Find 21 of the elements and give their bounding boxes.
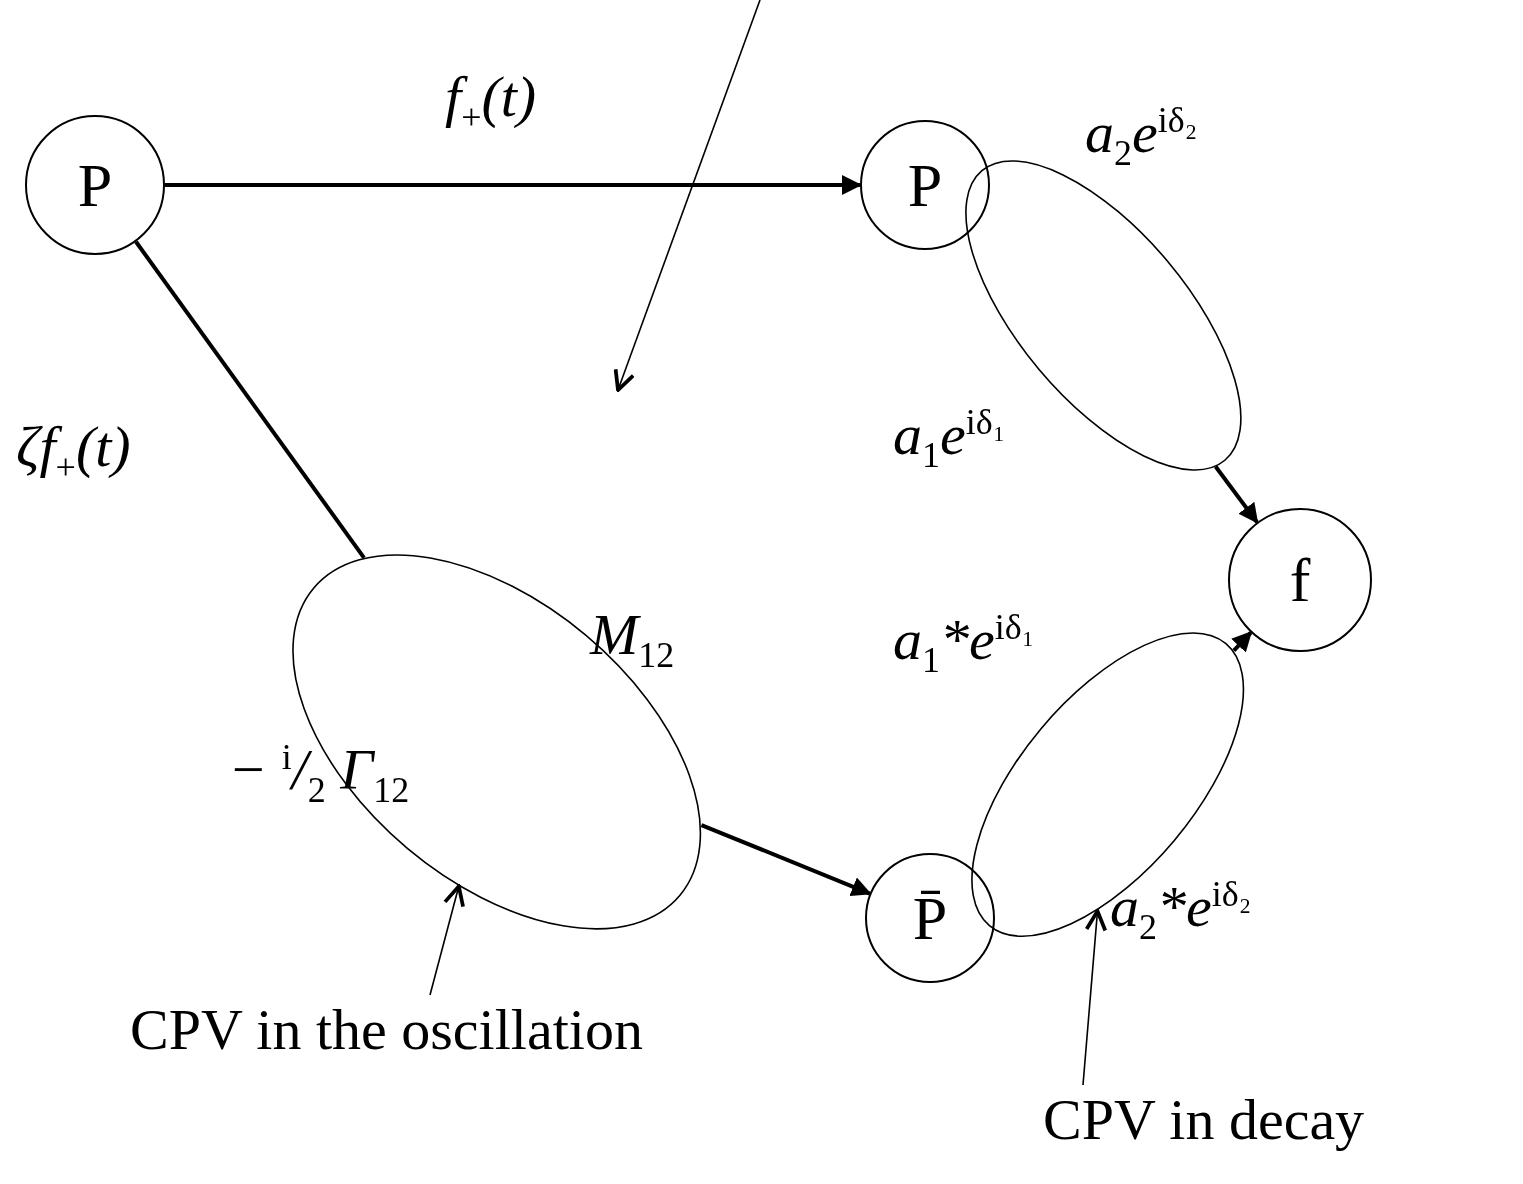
math-term: − $^{i}$/$_{2}$ Γ$_{12}$ (228, 735, 410, 812)
edge-label: ζf$_{+}$(t) (16, 413, 131, 489)
math-term: a$_{1}$*e$^{iδ₁}$ (893, 605, 1035, 682)
math-term: M$_{12}$ (590, 601, 675, 677)
state-circle: P̄ (865, 853, 995, 983)
leader-line (429, 884, 465, 996)
state-circle: f (1228, 508, 1372, 652)
callout-text: CPV in decay (1043, 1085, 1518, 1163)
connector-line (134, 240, 366, 559)
arrow (165, 175, 862, 195)
arrow (1213, 465, 1259, 524)
math-term: a$_{2}$*e$^{iδ₂}$ (1110, 872, 1252, 949)
callout-text: CPV in the oscillation (130, 995, 760, 1070)
leader-line (1082, 909, 1108, 1086)
math-term: a$_{1}$e$^{iδ₁}$ (893, 400, 1006, 477)
state-circle: P (860, 120, 990, 250)
math-term: a$_{2}$e$^{iδ₂}$ (1085, 98, 1198, 175)
arrow (1231, 631, 1253, 653)
arrow (700, 823, 872, 896)
edge-label: f$_{+}$(t) (445, 63, 537, 139)
state-circle: P (25, 115, 165, 255)
